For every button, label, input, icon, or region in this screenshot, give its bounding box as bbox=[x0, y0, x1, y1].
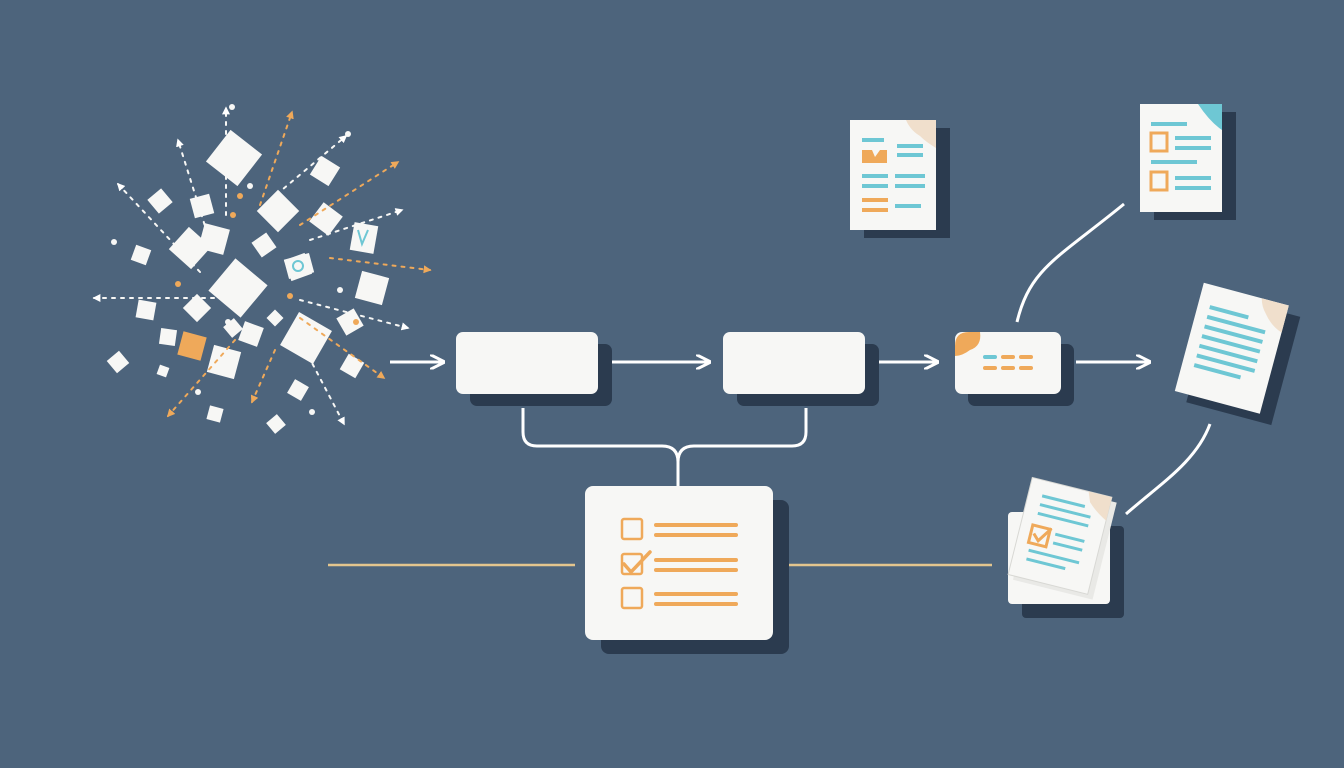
document-badge-icon bbox=[862, 150, 887, 163]
dotted-arrow bbox=[309, 208, 404, 241]
dot bbox=[229, 104, 235, 110]
dot bbox=[353, 319, 359, 325]
fragment bbox=[205, 129, 263, 187]
fragment bbox=[280, 312, 332, 364]
dash-orange-2 bbox=[1019, 355, 1033, 359]
dot bbox=[337, 287, 343, 293]
curve-doc-right-to-doc-bottom-right bbox=[1125, 423, 1212, 516]
checkbox-icon bbox=[620, 552, 644, 576]
stage-one-box bbox=[456, 332, 612, 406]
dash-orange-3 bbox=[983, 366, 997, 370]
fragment-orange bbox=[177, 331, 207, 361]
fragment bbox=[168, 226, 212, 270]
fragment bbox=[158, 327, 178, 347]
checklist-line bbox=[654, 592, 738, 596]
checklist-line bbox=[654, 523, 738, 527]
dash-orange-4 bbox=[1001, 366, 1015, 370]
checklist-card bbox=[585, 486, 789, 654]
dotted-arrow bbox=[329, 257, 432, 274]
fragment bbox=[336, 308, 364, 336]
doc-checkbox-icon bbox=[1149, 170, 1169, 192]
fragment bbox=[206, 405, 224, 423]
stage-three-box bbox=[955, 332, 1074, 406]
dot bbox=[175, 281, 181, 287]
fragment bbox=[287, 379, 309, 401]
checklist-line bbox=[654, 533, 738, 537]
fragment bbox=[189, 193, 215, 219]
curve-stage-three-to-doc-top-right bbox=[1015, 202, 1125, 323]
fragment bbox=[309, 202, 343, 236]
dotted-arrow bbox=[299, 299, 410, 331]
fragment bbox=[106, 350, 130, 374]
checklist-line bbox=[654, 568, 738, 572]
doc-checkbox-icon bbox=[1149, 131, 1169, 153]
fragment bbox=[156, 364, 170, 378]
dot bbox=[195, 389, 201, 395]
corner-accent-icon bbox=[955, 332, 981, 356]
checkbox-icon bbox=[620, 517, 644, 541]
dotted-arrow bbox=[299, 339, 345, 426]
stage-two-box bbox=[723, 332, 879, 406]
dot bbox=[237, 193, 243, 199]
bracket-connector bbox=[521, 408, 808, 486]
dotted-arrow bbox=[116, 182, 201, 273]
fragment bbox=[266, 414, 286, 434]
dot bbox=[111, 239, 117, 245]
dot bbox=[137, 247, 143, 253]
dotted-arrow bbox=[269, 134, 348, 201]
dash-orange-1 bbox=[1001, 355, 1015, 359]
fragment bbox=[266, 309, 284, 327]
doc-top-right bbox=[1140, 104, 1236, 220]
fragment-tag bbox=[283, 252, 315, 280]
fragment bbox=[339, 353, 365, 379]
scattered-fragments-icon bbox=[92, 104, 432, 434]
fragment bbox=[309, 155, 341, 187]
dash-teal bbox=[983, 355, 997, 359]
doc-bottom-right bbox=[1007, 476, 1124, 618]
fragment bbox=[354, 270, 390, 306]
fragment bbox=[208, 258, 268, 318]
dotted-arrow bbox=[259, 110, 294, 206]
fragment-note-mark bbox=[357, 229, 369, 247]
document-check-icon bbox=[1026, 523, 1053, 549]
fragment bbox=[135, 299, 157, 321]
dot bbox=[230, 212, 236, 218]
doc-right bbox=[1174, 282, 1301, 426]
dotted-arrow bbox=[250, 349, 276, 404]
fragment-tag-mark bbox=[292, 260, 304, 272]
fragment bbox=[206, 344, 242, 380]
fragment bbox=[147, 188, 173, 214]
dotted-arrow bbox=[299, 161, 400, 226]
fragment bbox=[251, 232, 277, 258]
checkmark-icon bbox=[622, 550, 652, 574]
dot bbox=[287, 293, 293, 299]
checklist-line bbox=[654, 602, 738, 606]
fragment bbox=[238, 321, 264, 347]
doc-top-left bbox=[850, 120, 950, 238]
fragment bbox=[256, 189, 300, 233]
dotted-arrow bbox=[166, 339, 236, 418]
checkbox-icon bbox=[620, 586, 644, 610]
dotted-arrow bbox=[299, 317, 386, 379]
dot bbox=[225, 319, 231, 325]
dot bbox=[309, 409, 315, 415]
dot bbox=[247, 183, 253, 189]
fragment bbox=[130, 244, 152, 266]
dotted-arrow bbox=[176, 138, 211, 243]
checklist-line bbox=[654, 558, 738, 562]
dot bbox=[345, 131, 351, 137]
dash-orange-5 bbox=[1019, 366, 1033, 370]
